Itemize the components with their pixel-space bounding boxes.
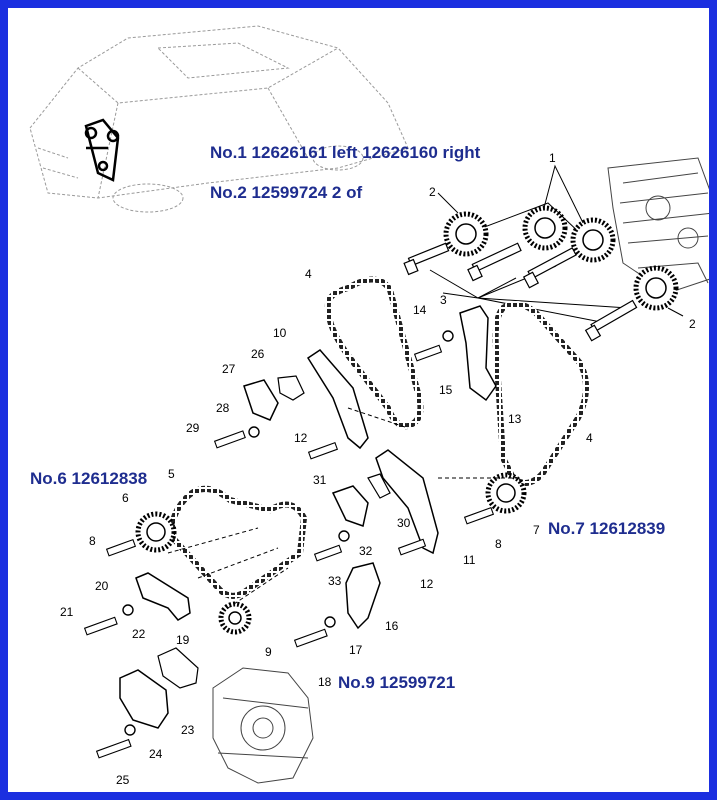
alignment-dashes (167, 407, 518, 609)
part-label-12a: 12 (294, 431, 308, 445)
sprocket-bolts (403, 242, 638, 342)
part-label-14: 14 (413, 303, 427, 317)
callout-no6: No.6 12612838 (30, 469, 148, 488)
chain-tensioner-16 (345, 562, 381, 630)
part-label-8b: 8 (495, 537, 502, 551)
part-label-32: 32 (359, 544, 373, 558)
part-label-4a: 4 (305, 267, 312, 281)
part-label-30: 30 (397, 516, 411, 530)
part-label-25: 25 (116, 773, 130, 787)
camshaft-sprocket-right-exhaust (633, 265, 679, 311)
tensioner-23 (119, 669, 169, 729)
tensioner-27 (243, 379, 279, 421)
part-label-8a: 8 (89, 534, 96, 548)
timing-chain-upper-right (492, 301, 589, 486)
tensioner-31 (331, 485, 369, 527)
callout-no1: No.1 12626161 left 12626160 right (210, 143, 481, 162)
chain-guide-11 (375, 449, 439, 555)
car-sketch (29, 25, 409, 213)
sprocket-6 (135, 511, 177, 553)
part-label-33: 33 (328, 574, 342, 588)
part-label-10: 10 (273, 326, 287, 340)
part-label-4b: 4 (586, 431, 593, 445)
part-label-15: 15 (439, 383, 453, 397)
gasket-30 (367, 473, 391, 499)
part-label-24: 24 (149, 747, 163, 761)
part-label-6: 6 (122, 491, 129, 505)
part-label-13: 13 (508, 412, 522, 426)
washers (122, 330, 454, 736)
part-label-19: 19 (176, 633, 190, 647)
part-label-21: 21 (60, 605, 74, 619)
engine-block-sketch (607, 157, 709, 294)
balance-chain-lower (169, 486, 308, 599)
part-label-22: 22 (132, 627, 146, 641)
sprocket-9 (218, 601, 252, 635)
part-label-9: 9 (265, 645, 272, 659)
part-label-16: 16 (385, 619, 399, 633)
timing-chain-upper-left (324, 276, 424, 430)
part-label-3: 3 (440, 293, 447, 307)
callout-no2: No.2 12599724 2 of (210, 183, 363, 202)
part-label-12b: 12 (420, 577, 434, 591)
part-label-5: 5 (168, 467, 175, 481)
camshaft-sprocket-left-intake (522, 205, 568, 251)
lower-engine-sketch (212, 667, 314, 784)
part-label-17: 17 (349, 643, 363, 657)
camshaft-sprocket-right-intake (570, 217, 616, 263)
chain-guide-10 (306, 349, 369, 450)
part-label-29: 29 (186, 421, 200, 435)
gasket-22 (157, 647, 199, 689)
sprocket-7 (485, 472, 527, 514)
part-label-31: 31 (313, 473, 327, 487)
car-engine-sketch (84, 118, 120, 182)
part-label-20: 20 (95, 579, 109, 593)
part-label-27: 27 (222, 362, 236, 376)
part-label-28: 28 (216, 401, 230, 415)
gasket-26 (277, 375, 305, 401)
part-label-11: 11 (463, 553, 476, 567)
chain-guide-13 (459, 305, 497, 402)
callout-no7: No.7 12612839 (548, 519, 666, 538)
part-label-7: 7 (533, 523, 540, 537)
part-label-2a: 2 (429, 185, 436, 199)
part-label-18: 18 (318, 675, 332, 689)
part-label-2b: 2 (689, 317, 696, 331)
part-label-26: 26 (251, 347, 265, 361)
part-label-1: 1 (549, 151, 556, 165)
camshaft-sprocket-left-exhaust (443, 211, 489, 257)
small-bolts (83, 344, 495, 759)
chain-guide-19 (135, 572, 191, 621)
part-label-23: 23 (181, 723, 195, 737)
timing-chain-diagram (29, 25, 709, 784)
callout-no9: No.9 12599721 (338, 673, 456, 692)
